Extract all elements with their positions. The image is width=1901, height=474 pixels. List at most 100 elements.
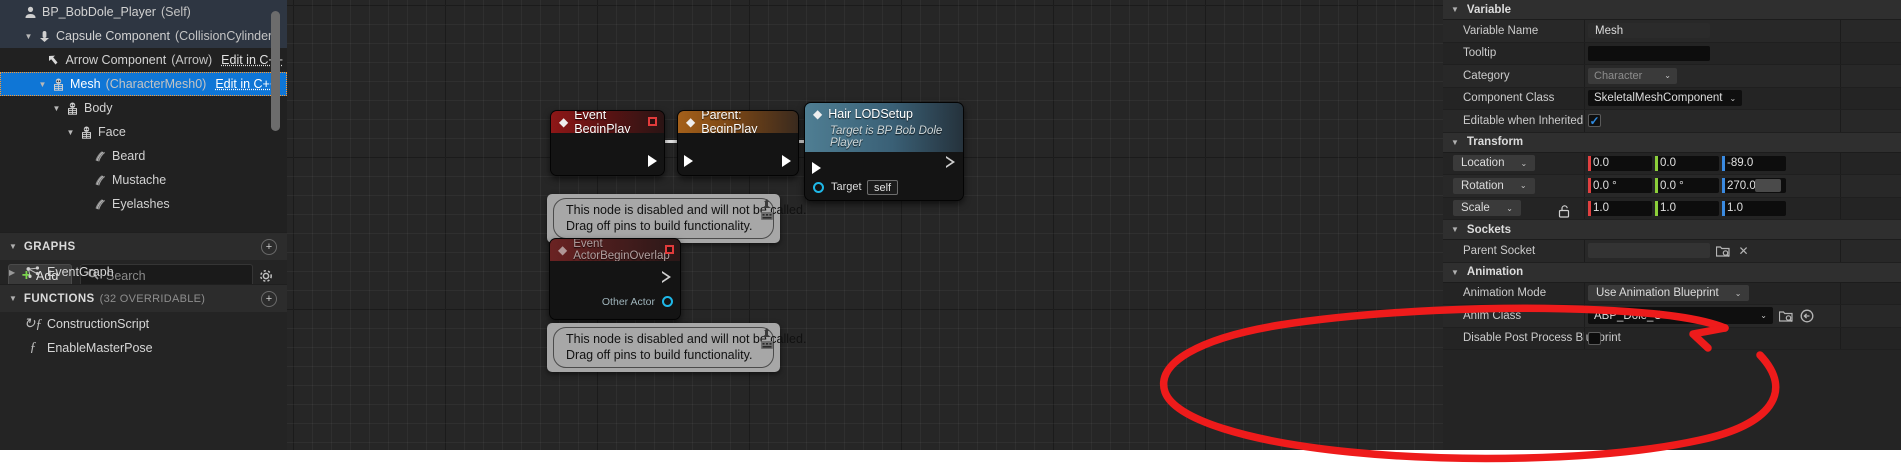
column-divider [1584,175,1585,197]
tree-expand-arrow[interactable]: ▼ [38,79,47,89]
tree-row-arrow-component[interactable]: Arrow Component(Arrow)Edit in C++ [0,48,287,72]
rotation-z-input[interactable]: 270.0 ° [1722,178,1786,194]
section-header-graphs[interactable]: ▼GRAPHS+ [0,232,287,260]
exec-out-pin[interactable] [782,155,791,167]
function-icon: ƒ [29,340,37,355]
details-category-sockets[interactable]: ▼Sockets [1443,220,1901,240]
list-item-label: EnableMasterPose [47,341,153,355]
tree-row-face[interactable]: ▼Face [0,120,287,144]
tree-expand-arrow[interactable]: ▼ [52,103,61,113]
node-event-actor-begin-overlap[interactable]: ◆ Event ActorBeginOverlap Other Actor [549,238,681,320]
tree-row-body[interactable]: ▼Body [0,96,287,120]
exec-in-pin[interactable] [812,162,821,174]
animation-mode-dropdown[interactable]: Use Animation Blueprint⌄ [1588,285,1750,302]
node-parent-begin-play[interactable]: ◆ Parent: BeginPlay [677,110,799,176]
exec-out-pin[interactable] [946,156,955,169]
scale-x-input[interactable]: 1.0 [1588,200,1652,216]
location-y-input[interactable]: 0.0 [1655,155,1719,171]
chevron-down-icon[interactable]: ▼ [1451,137,1459,147]
node-header: ◆ Event BeginPlay [551,111,664,136]
editable-when-inherited-checkbox[interactable]: ✓ [1588,114,1601,128]
add-button[interactable]: + Add [8,264,72,287]
exec-in-pin[interactable] [684,155,693,167]
location-z-input[interactable]: -89.0 [1722,155,1786,171]
chevron-down-icon: ⌄ [1734,288,1742,298]
components-tree-scrollbar[interactable] [271,11,280,131]
details-row-rotation: Rotation⌄0.0 °0.0 °270.0 ° [1443,175,1901,198]
tree-expand-arrow[interactable]: ▼ [24,31,33,41]
callout-bubble: This node is disabled and will not be ca… [553,327,806,368]
exec-out-pin[interactable] [648,155,657,167]
clear-socket-icon[interactable]: ✕ [1738,243,1749,258]
tooltip-input[interactable] [1588,45,1710,61]
callout-disabled-node-1: This node is disabled and will not be ca… [547,194,806,250]
capsule-icon [35,24,53,48]
tree-row-mustache[interactable]: Mustache [0,168,287,192]
tree-row-suffix: (CollisionCylinder) [174,29,277,43]
node-hair-lod-setup[interactable]: ◆ Hair LODSetup Target is BP Bob Dole Pl… [804,102,964,201]
other-actor-pin-circle[interactable] [662,296,673,307]
tree-row-beard[interactable]: Beard [0,144,287,168]
rotation-x-input[interactable]: 0.0 ° [1588,178,1652,194]
target-self-value[interactable]: self [867,180,899,195]
chevron-down-icon[interactable]: ▼ [1451,5,1459,14]
tree-expand-arrow[interactable] [78,144,91,168]
tree-row-mesh[interactable]: ▼Mesh(CharacterMesh0)Edit in C++ [0,72,287,96]
browse-socket-icon[interactable] [1714,243,1731,259]
use-selected-asset-icon[interactable] [1798,308,1815,324]
anim-class-picker[interactable]: ABP_Dole_C⌄ [1588,307,1773,325]
details-category-animation[interactable]: ▼Animation [1443,262,1901,283]
category-combo[interactable]: Character⌄ [1588,67,1677,84]
target-pin-circle[interactable] [813,182,824,193]
settings-gear-icon[interactable] [253,264,279,287]
tree-row-capsule-component[interactable]: ▼Capsule Component(CollisionCylinder) [0,24,287,48]
details-category-variable[interactable]: ▼Variable [1443,0,1901,20]
scale-lock-icon[interactable] [1555,203,1572,219]
list-item-enablemasterpose[interactable]: ƒ EnableMasterPose [0,336,287,360]
details-category-transform[interactable]: ▼Transform [1443,132,1901,153]
location-x-input[interactable]: 0.0 [1588,155,1652,171]
value-highlight [1755,179,1781,193]
list-item-eventgraph[interactable]: ▶EventGraph [0,260,287,284]
chevron-down-icon[interactable]: ▼ [1451,267,1459,277]
rotation-mode-dropdown[interactable]: Rotation⌄ [1453,177,1535,194]
column-divider-right [1840,282,1841,304]
column-divider-right [1840,305,1841,327]
section-add-button[interactable]: + [261,290,277,307]
component-class-combo[interactable]: SkeletalMeshComponent⌄ [1588,90,1743,107]
tree-expand-arrow[interactable] [31,48,44,72]
chevron-down-icon[interactable]: ▼ [1451,225,1459,234]
chevron-down-icon[interactable]: ▼ [9,294,17,303]
chevron-down-icon[interactable]: ▼ [9,242,17,251]
column-divider-right [1840,175,1841,197]
scale-z-input[interactable]: 1.0 [1722,200,1786,216]
parent-socket-input[interactable] [1588,243,1710,259]
expand-arrow[interactable]: ▶ [9,267,16,277]
location-mode-dropdown[interactable]: Location⌄ [1453,155,1536,172]
scale-mode-dropdown[interactable]: Scale⌄ [1453,200,1521,217]
edit-in-cpp-link[interactable]: Edit in C++ [221,53,283,67]
disable-post-process-blueprint-checkbox[interactable] [1588,331,1601,345]
callout-bubble: This node is disabled and will not be ca… [553,198,806,239]
browse-to-asset-icon[interactable] [1777,308,1794,324]
rotation-y-input[interactable]: 0.0 ° [1655,178,1719,194]
callout-line-2: Drag off pins to build functionality. [566,218,753,233]
tree-expand-arrow[interactable]: ▼ [66,127,75,137]
exec-out-pin[interactable] [662,271,671,284]
tree-row-suffix: (Arrow) [171,53,213,67]
tree-row-eyelashes[interactable]: Eyelashes [0,192,287,216]
tree-row-bp-bobdole-player[interactable]: BP_BobDole_Player(Self) [0,0,287,24]
node-event-begin-play[interactable]: ◆ Event BeginPlay [550,110,665,176]
variable-name-input[interactable]: Mesh [1588,23,1710,39]
section-header-functions[interactable]: ▼FUNCTIONS(32 OVERRIDABLE)+ [0,284,287,312]
tree-expand-arrow[interactable] [78,192,91,216]
column-divider-right [1840,240,1841,262]
tree-expand-arrow[interactable] [78,168,91,192]
blueprint-event-graph[interactable]: ◆ Event BeginPlay ◆ Parent: BeginPlay ◆ [287,0,1443,450]
tree-expand-arrow[interactable] [8,0,21,24]
scale-y-input[interactable]: 1.0 [1655,200,1719,216]
section-add-button[interactable]: + [261,238,277,255]
edit-in-cpp-link[interactable]: Edit in C++ [215,77,278,91]
